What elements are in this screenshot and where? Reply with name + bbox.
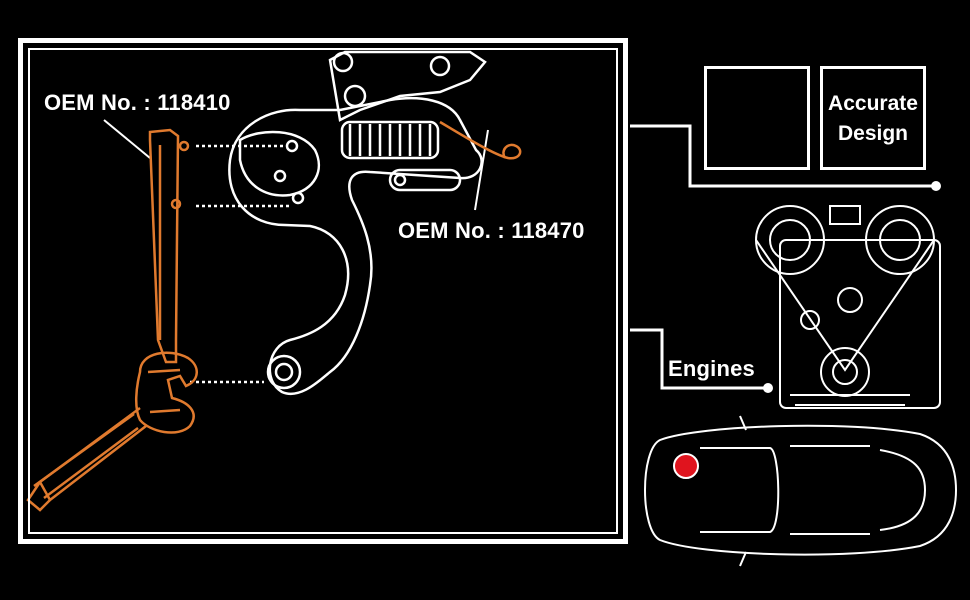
guide-lines — [190, 144, 292, 384]
oem-spring-label: OEM No. : 118470 — [398, 218, 585, 243]
connector-dot — [763, 383, 773, 393]
feature-line-2: Design — [837, 122, 908, 145]
engine-drawing — [755, 205, 941, 409]
tensioner-bracket-drawing — [228, 50, 487, 396]
crosshair-icon-box — [704, 66, 810, 170]
label-leaders — [103, 119, 489, 211]
engines-label: Engines — [668, 356, 755, 381]
oem-tool-label: OEM No. : 118410 — [44, 90, 231, 115]
connector-dot — [931, 181, 941, 191]
car-topview-drawing — [644, 415, 958, 567]
main-illustration-frame — [18, 38, 628, 544]
spring-hook-drawing — [439, 120, 522, 160]
connector-lines — [630, 124, 936, 390]
accurate-design-box: Accurate Design — [820, 66, 926, 170]
wrench-tool-drawing — [26, 128, 198, 512]
feature-line-1: Accurate — [828, 92, 918, 115]
location-marker — [673, 453, 699, 479]
